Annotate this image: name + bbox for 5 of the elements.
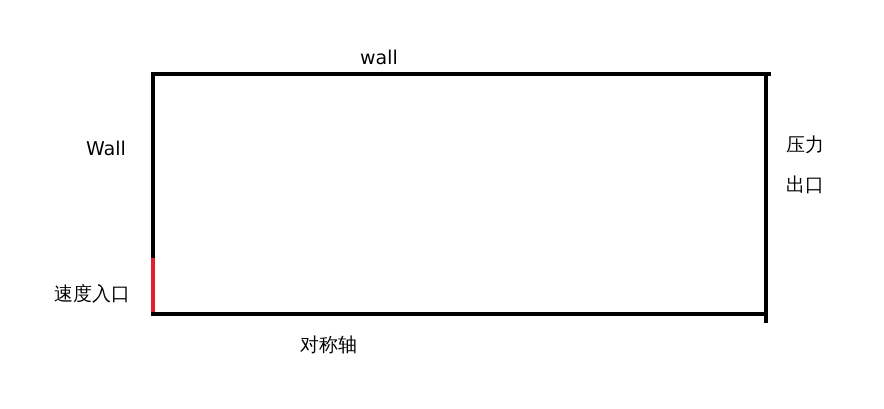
boundary-label: 对称轴: [300, 333, 357, 358]
boundary-label: Wall: [86, 137, 126, 162]
boundary-label: 速度入口: [54, 282, 130, 307]
boundary-label: 压力出口: [786, 133, 825, 198]
boundary-label: wall: [360, 46, 398, 71]
